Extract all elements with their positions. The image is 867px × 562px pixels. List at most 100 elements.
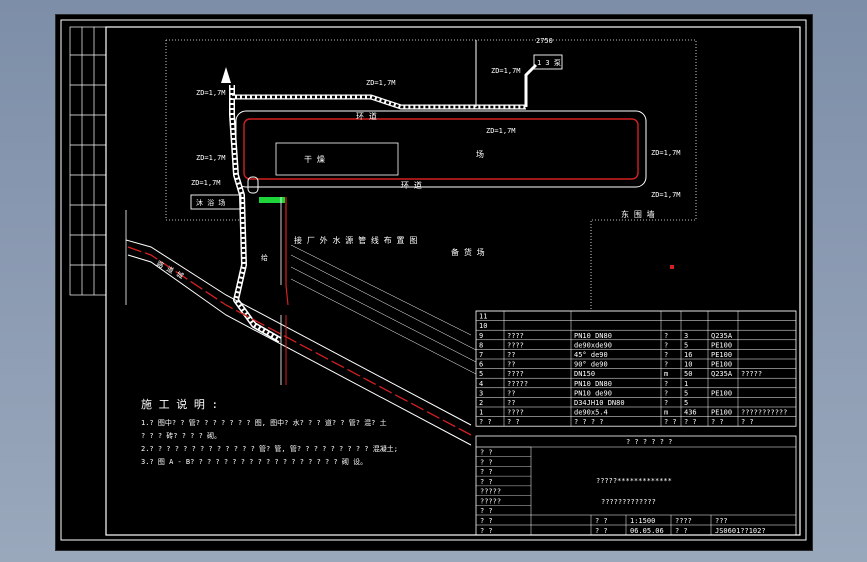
table-cell: 50 — [684, 370, 692, 378]
label-storage: 备 货 场 — [451, 247, 485, 257]
label-water-note: 给 — [261, 253, 268, 262]
label-plan-title: 接 厂 外 水 源 管 线 布 置 图 — [294, 235, 417, 245]
title-block: ? ? ? ? ? ?? ?? ?? ?? ???????????? ?????… — [475, 435, 797, 536]
table-cell: ? ? — [664, 418, 677, 426]
table-cell: 7 — [479, 351, 483, 359]
table-cell: ? — [664, 389, 668, 397]
title-block-cell: ? ? — [480, 468, 493, 476]
label-loop-upper: 环 道 — [356, 111, 377, 121]
table-cell: ???? — [507, 370, 524, 378]
label-bath: 沐 浴 场 — [196, 198, 225, 207]
table-cell: ? ? — [741, 418, 754, 426]
table-cell: ?? — [507, 389, 515, 397]
table-cell: ? ? — [711, 418, 724, 426]
table-cell: PN10 DN80 — [574, 332, 612, 340]
table-cell: ?? — [507, 351, 515, 359]
table-cell: 5 — [479, 370, 483, 378]
table-cell: 1 — [684, 380, 688, 388]
external-road — [125, 210, 472, 446]
dim-label: ZD=1,7M — [196, 89, 226, 97]
notes-line: 2.? ? ? ? ? ? ? ? ? ? ? ? ? 管? 管, 管? ? ?… — [141, 444, 398, 453]
table-cell: 3 — [684, 332, 688, 340]
title-block-cell: ? ? — [480, 527, 493, 535]
access-road — [285, 197, 289, 306]
table-cell: 90° de90 — [574, 361, 608, 369]
north-arrow-icon — [221, 67, 231, 83]
revision-grid — [69, 26, 107, 296]
dim-label: 2750 — [536, 37, 553, 45]
table-cell: ???? — [507, 341, 524, 349]
table-cell: ????? — [741, 370, 762, 378]
table-cell: de90xde90 — [574, 341, 612, 349]
table-cell: 10 — [479, 322, 487, 330]
title-block-cell: ??? — [715, 517, 728, 525]
title-block-border — [475, 435, 797, 536]
table-cell: PE100 — [711, 389, 732, 397]
title-block-cell: ? ? — [675, 527, 688, 535]
title-block-cell: ? ? — [480, 478, 493, 486]
table-cell: PE100 — [711, 409, 732, 417]
notes-title: 施 工 说 明 : — [141, 397, 218, 411]
title-block-cell: 06.05.06 — [630, 527, 664, 535]
title-block-cell: 1:1500 — [630, 517, 655, 525]
table-cell: ???? — [507, 409, 524, 417]
table-cell: ? ? — [684, 418, 697, 426]
table-cell: 5 — [684, 399, 688, 407]
table-cell: ???? — [507, 332, 524, 340]
table-cell: m — [664, 370, 668, 378]
table-cell: ? ? — [479, 418, 492, 426]
dim-label: ZD=1,7M — [366, 79, 396, 87]
title-block-cell: ? ? — [480, 517, 493, 525]
valve-well — [247, 176, 259, 194]
notes-line: 3.? 图 A - B? ? ? ? ? ? ? ? ? ? ? ? ? ? ?… — [141, 457, 367, 466]
notes-line: ? ? ? 砖? ? ? ? 砌。 — [141, 431, 221, 440]
table-cell: PE100 — [711, 341, 732, 349]
table-cell: ? — [664, 380, 668, 388]
table-cell: 9 — [479, 332, 483, 340]
label-loop-lower: 环 道 — [401, 180, 422, 190]
table-cell: 5 — [684, 389, 688, 397]
table-cell: 1 — [479, 409, 483, 417]
table-cell: Q235A — [711, 370, 733, 378]
table-cell: 16 — [684, 351, 692, 359]
label-dry-building: 干 燥 — [304, 155, 325, 164]
title-block-cell: ? ? — [480, 507, 493, 515]
hatch-area — [290, 244, 477, 375]
title-block-cell: ? ? — [595, 527, 608, 535]
table-cell: 3 — [479, 389, 483, 397]
dim-label: ZD=1,7M — [651, 191, 681, 199]
table-cell: ? ? ? ? — [574, 418, 604, 426]
project-name: ?????************* — [596, 477, 672, 485]
table-cell: PE100 — [711, 351, 732, 359]
bath-block — [190, 194, 242, 210]
table-cell: PN10 DN80 — [574, 380, 612, 388]
title-block-cell: JS0601??102? — [715, 527, 766, 535]
loop-road-inner — [243, 118, 639, 180]
table-cell: ?? — [507, 399, 515, 407]
notes-line: 1.? 图中? ? 管? ? ? ? ? ? ? 图, 图中? 水? ? ? 道… — [141, 418, 387, 427]
title-block-cell: ? ? — [480, 449, 493, 457]
table-cell: DN150 — [574, 370, 595, 378]
table-cell: ? — [664, 332, 668, 340]
dim-label: ZD=1,7M — [651, 149, 681, 157]
table-cell: ?? — [507, 361, 515, 369]
label-east-wall: 东 围 墙 — [621, 209, 655, 219]
table-cell: ? — [664, 351, 668, 359]
label-road: 路 道 城 — [155, 259, 185, 281]
table-cell: 11 — [479, 313, 487, 321]
drawing-name: ????????????? — [601, 498, 656, 506]
table-cell: PN10 de90 — [574, 389, 612, 397]
title-block-cell: ? ? — [595, 517, 608, 525]
table-cell: ? — [664, 361, 668, 369]
loop-road-outer — [235, 110, 647, 188]
label-field: 场 — [476, 150, 484, 159]
table-cell: D34JH10 DN80 — [574, 399, 625, 407]
table-cell: 6 — [479, 361, 483, 369]
table-cell: ? — [664, 341, 668, 349]
table-cell: 4 — [479, 380, 483, 388]
cad-viewport[interactable]: 干 燥 环 道 环 道 场 东 围 墙 备 货 场 路 道 城 接 厂 外 水 … — [55, 14, 813, 551]
green-valve-marker — [259, 197, 285, 203]
table-cell: 8 — [479, 341, 483, 349]
dim-label: ZD=1,7M — [491, 67, 521, 75]
